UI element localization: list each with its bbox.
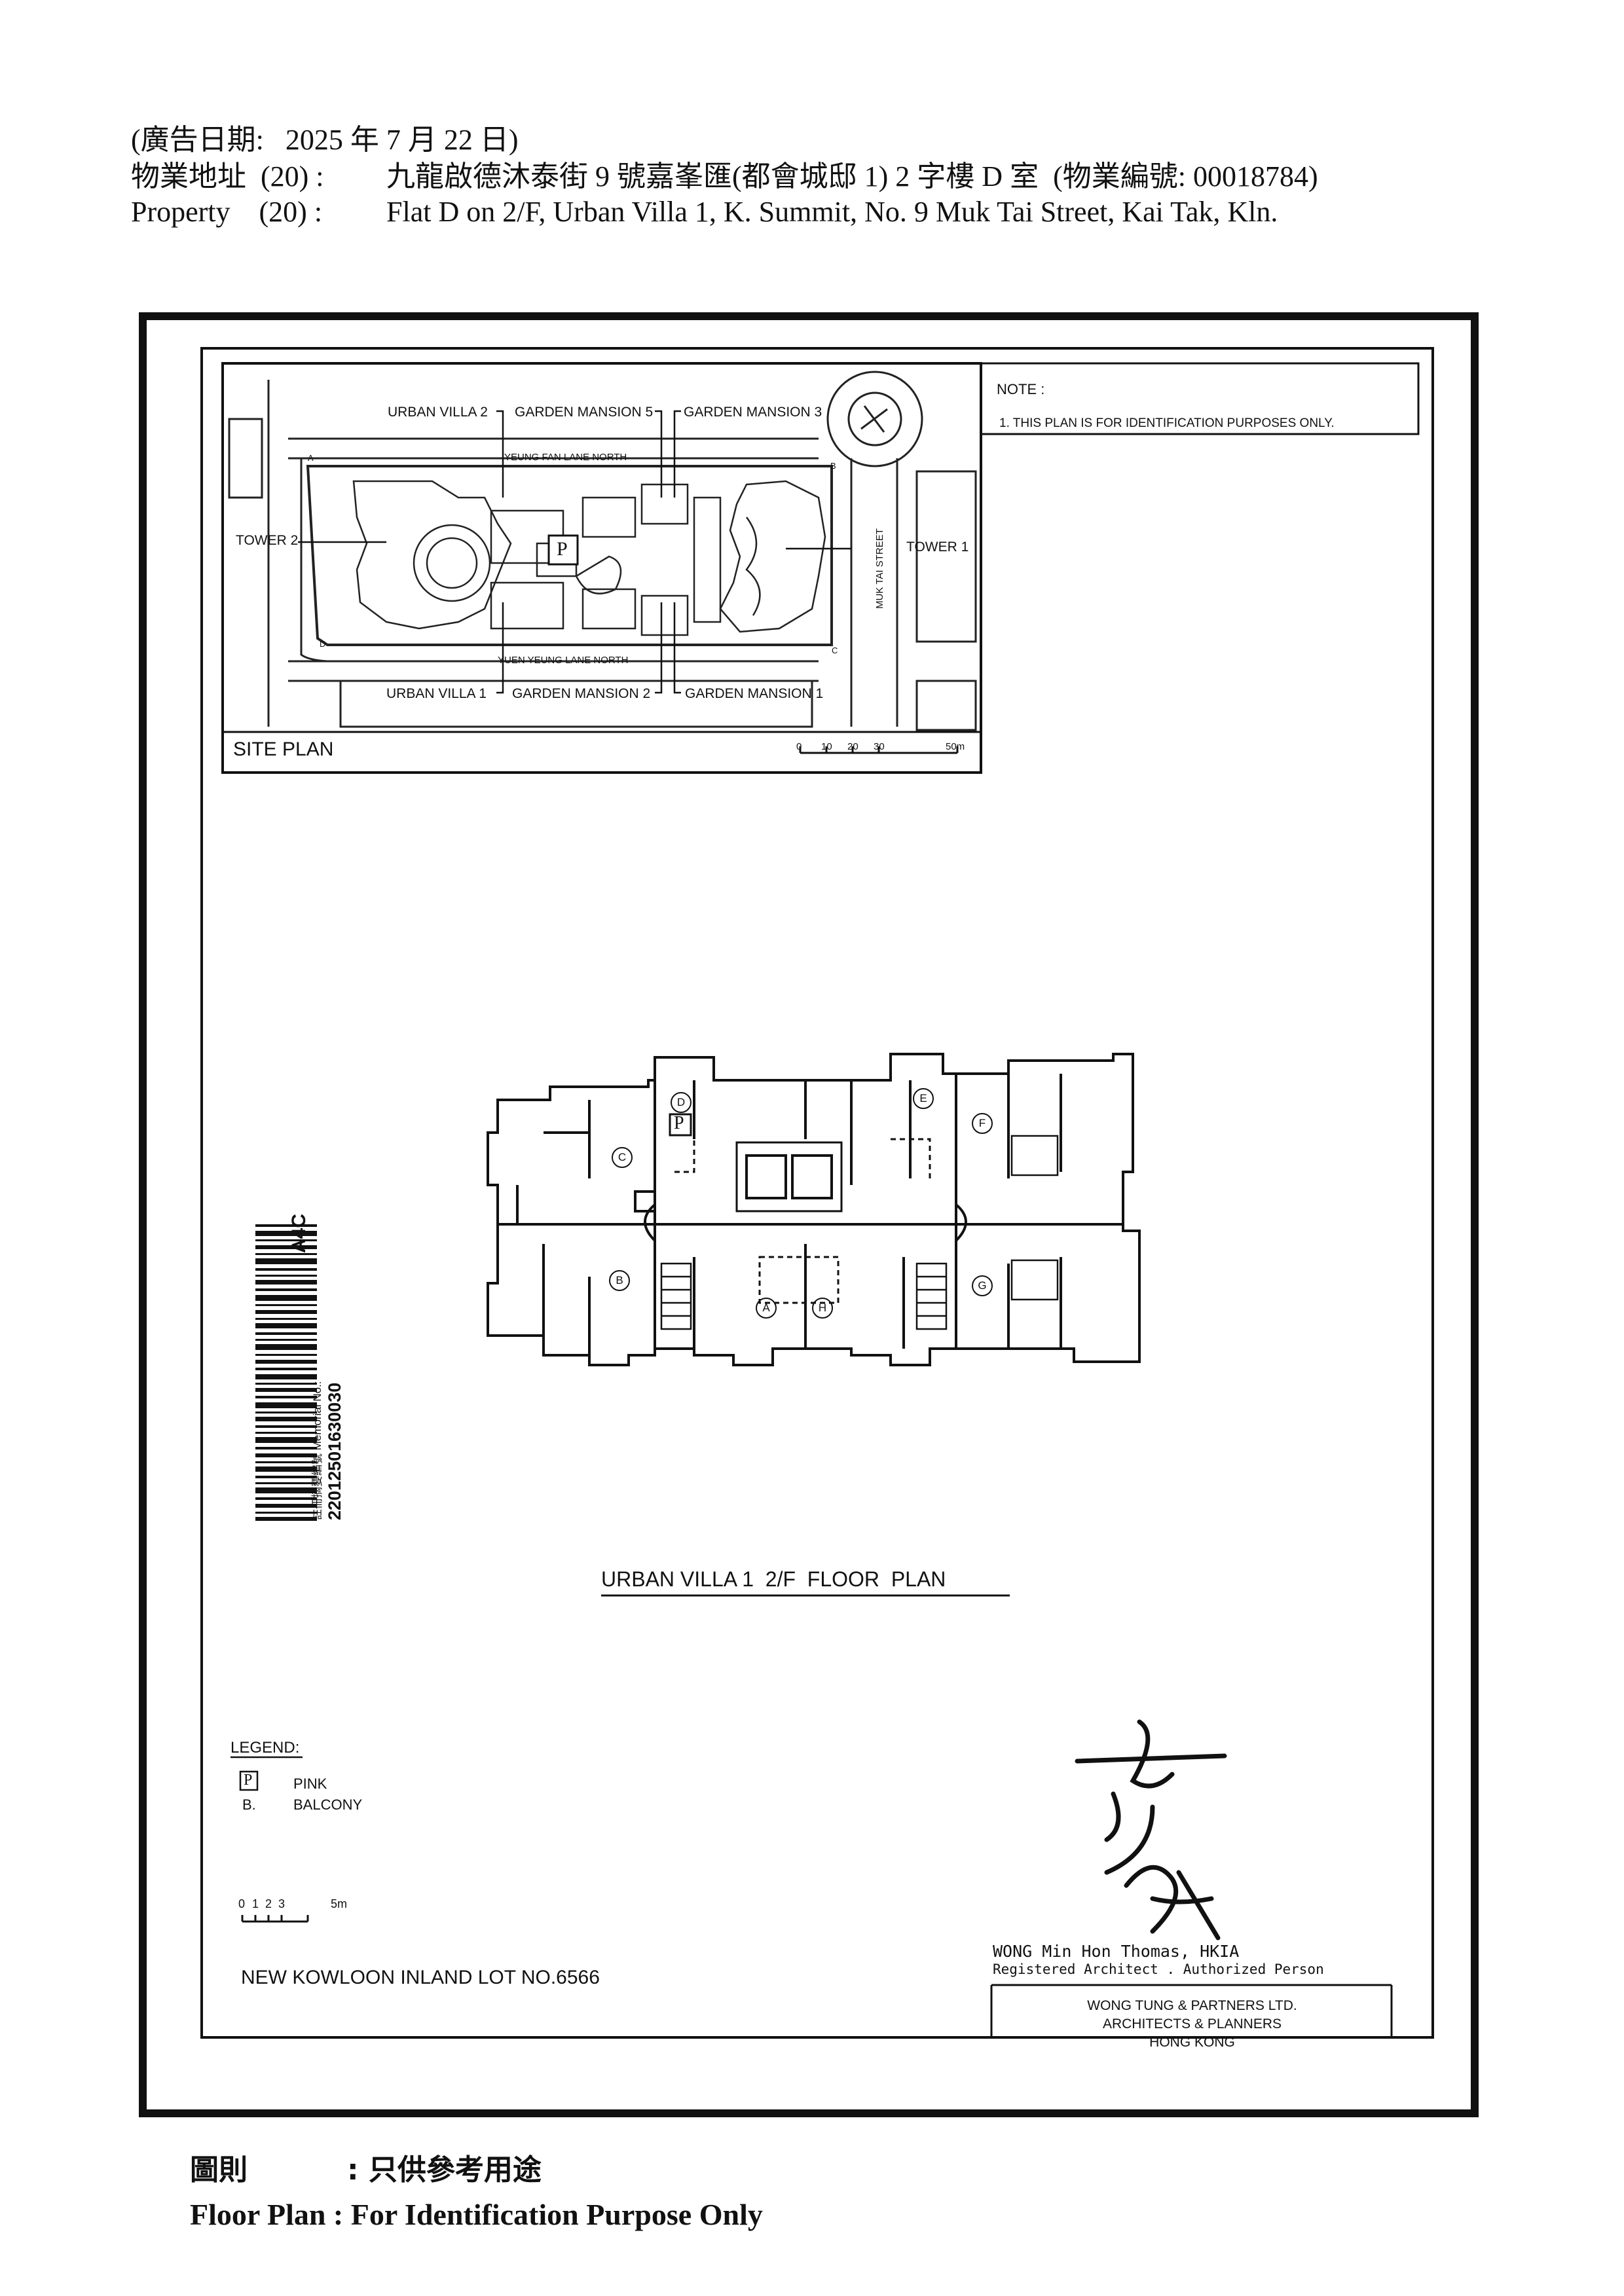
note-heading: NOTE : — [997, 381, 1045, 397]
note-line-1: 1. THIS PLAN IS FOR IDENTIFICATION PURPO… — [999, 416, 1335, 430]
outer-frame — [139, 312, 1479, 2117]
barcode-memorial-label: 註冊摘要編號 Memorial No.: — [311, 1381, 323, 1520]
flat-label-g: G — [972, 1275, 993, 1296]
flat-label-c: C — [612, 1147, 633, 1168]
firm-profession: ARCHITECTS & PLANNERS — [1102, 2016, 1282, 2032]
legend-b-symbol: B. — [242, 1796, 256, 1813]
label-tower-2: TOWER 2 — [236, 533, 299, 548]
legend-pink: PINK — [293, 1776, 327, 1792]
site-parking-symbol: P — [557, 538, 568, 560]
label-garden-mansion-1: GARDEN MANSION 1 — [685, 686, 824, 701]
legend-balcony: BALCONY — [293, 1796, 363, 1813]
tower-1-outline — [693, 480, 826, 633]
address-cn-label: 物業地址 (20) : — [131, 160, 324, 192]
site-plan-box — [221, 362, 982, 774]
barcode-code: A4C — [288, 1213, 310, 1253]
flat-label-f: F — [972, 1113, 993, 1134]
footer-en-text: Floor Plan : For Identification Purpose … — [190, 2198, 763, 2231]
flat-label-d: D — [671, 1092, 692, 1113]
site-scale-bar — [799, 746, 959, 754]
legend-heading: LEGEND: — [231, 1739, 300, 1757]
firm-name: WONG TUNG & PARTNERS LTD. — [1087, 1998, 1297, 2013]
ad-date: (廣告日期: 2025 年 7 月 22 日) — [131, 124, 519, 156]
site-corner-b: B — [830, 461, 836, 471]
site-corner-d: D — [320, 639, 326, 649]
architect-signature — [1075, 1719, 1227, 1941]
site-plan-title: SITE PLAN — [233, 738, 334, 760]
legend-p-symbol: P — [244, 1772, 253, 1789]
flat-label-e: E — [913, 1088, 934, 1109]
footer-cn-label: 圖則 — [190, 2153, 248, 2187]
label-garden-mansion-5: GARDEN MANSION 5 — [515, 405, 654, 420]
floor-plan-drawing — [487, 1053, 1141, 1366]
address-en-label: Property (20) : — [131, 196, 323, 228]
label-garden-mansion-2: GARDEN MANSION 2 — [512, 686, 651, 701]
site-scale-30: 30 — [874, 741, 885, 752]
floor-scale-5m: 5m — [331, 1897, 348, 1910]
label-urban-villa-2: URBAN VILLA 2 — [388, 405, 488, 420]
site-scale-10: 10 — [821, 741, 832, 752]
floor-scale-0: 0 — [238, 1897, 246, 1910]
flat-label-a: A — [756, 1298, 777, 1319]
note-box — [980, 362, 1420, 435]
site-corner-c: C — [832, 646, 838, 655]
architect-title: Registered Architect . Authorized Person — [993, 1961, 1324, 1977]
label-yuen-yeung-lane: YUEN YEUNG LANE NORTH — [498, 655, 629, 666]
barcode-graphic — [255, 1224, 317, 1521]
address-en: Flat D on 2/F, Urban Villa 1, K. Summit,… — [386, 196, 1278, 228]
lot-number: NEW KOWLOON INLAND LOT NO.6566 — [241, 1967, 600, 1988]
label-tower-1: TOWER 1 — [906, 539, 969, 555]
flat-label-h: H — [812, 1298, 833, 1319]
site-scale-0: 0 — [796, 741, 802, 752]
site-scale-50m: 50m — [946, 741, 965, 752]
label-muk-tai-street: MUK TAI STREET — [874, 528, 885, 609]
label-yeung-fan-lane: YEUNG FAN LANE NORTH — [504, 452, 627, 463]
floor-plan-title: URBAN VILLA 1 2/F FLOOR PLAN — [601, 1567, 946, 1591]
floor-scale-2: 2 — [265, 1897, 272, 1910]
address-cn: 九龍啟德沐泰街 9 號嘉峯匯(都會城邸 1) 2 字樓 D 室 (物業編號: 0… — [386, 160, 1318, 192]
tower-2-outline — [352, 480, 689, 636]
footer-cn-text: : 只供參考用途 — [347, 2153, 542, 2187]
inner-frame — [200, 347, 1434, 2039]
floor-scale-bar — [241, 1915, 309, 1923]
site-plan-drawing — [228, 371, 977, 731]
floor-scale-1: 1 — [252, 1897, 259, 1910]
architect-name: WONG Min Hon Thomas, HKIA — [993, 1942, 1240, 1961]
label-garden-mansion-3: GARDEN MANSION 3 — [684, 405, 822, 420]
site-scale-20: 20 — [847, 741, 858, 752]
flat-d-pink-marker: P — [674, 1113, 684, 1133]
site-corner-a: A — [308, 453, 314, 463]
barcode-memorial-number: 22012501630030 — [325, 1382, 344, 1520]
floor-scale-3: 3 — [278, 1897, 286, 1910]
flat-label-b: B — [609, 1270, 630, 1291]
firm-location: HONG KONG — [1149, 2035, 1235, 2050]
label-urban-villa-1: URBAN VILLA 1 — [386, 686, 487, 701]
